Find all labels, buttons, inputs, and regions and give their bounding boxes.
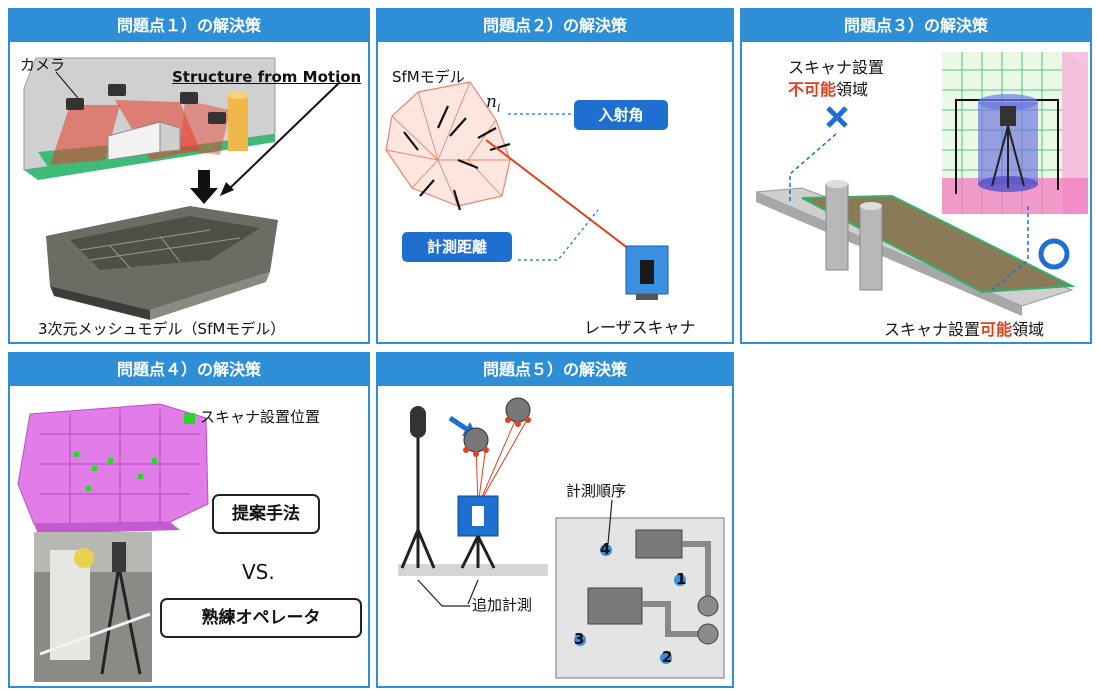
panel-2-illustration — [385, 81, 669, 300]
vs-label: VS. — [242, 560, 275, 584]
not-possible-rest: 領域 — [836, 80, 869, 99]
measure-distance-label: 計測距離 — [402, 232, 512, 262]
scanner-position-legend: スキャナ設置位置 — [200, 408, 321, 426]
panel-1-illustration — [23, 57, 341, 320]
not-possible-line1: スキャナ設置 — [788, 58, 885, 77]
incidence-angle-label: 入射角 — [574, 100, 668, 130]
possible-suffix: 領域 — [1012, 320, 1045, 339]
sfm-model-label: SfMモデル — [392, 68, 465, 86]
added-measure-label: 追加計測 — [472, 596, 533, 614]
skilled-operator-box: 熟練オペレータ — [160, 598, 362, 638]
panel-1-caption: 3次元メッシュモデル（SfMモデル） — [38, 320, 286, 338]
order-number-4: 4 — [600, 540, 611, 558]
possible-red: 可能 — [980, 320, 1013, 339]
panel-2: 問題点２）の解決策 SfMモデル ni 入射角 計測距離 レーザスキャナ — [376, 8, 734, 344]
normal-symbol: n — [486, 92, 497, 112]
possible-prefix: スキャナ設置 — [884, 320, 981, 339]
not-possible-red: 不可能 — [788, 80, 837, 99]
normal-label: ni — [486, 92, 500, 114]
panel-4-title: 問題点４）の解決策 — [10, 354, 368, 386]
laser-scanner-label: レーザスキャナ — [584, 318, 696, 337]
order-number-2: 2 — [662, 648, 673, 666]
measure-order-label: 計測順序 — [566, 482, 627, 500]
not-possible-line2: 不可能領域 — [788, 76, 868, 100]
panel-1: 問題点１）の解決策 カメラ Structure — [8, 8, 370, 344]
order-number-1: 1 — [676, 570, 687, 588]
panel-3-title: 問題点３）の解決策 — [742, 10, 1090, 42]
panel-4: 問題点４）の解決策 スキャナ設置位置 提案手法 VS. 熟練オペレータ — [8, 352, 370, 688]
normal-subscript: i — [496, 101, 501, 115]
panel-3: 問題点３）の解決策 — [740, 8, 1092, 344]
panel-5-title: 問題点５）の解決策 — [378, 354, 732, 386]
panel-2-title: 問題点２）の解決策 — [378, 10, 732, 42]
possible-area-label: スキャナ設置可能領域 — [884, 316, 1044, 340]
panel-4-illustration — [17, 403, 209, 682]
sfm-title: Structure from Motion — [172, 68, 362, 86]
order-number-3: 3 — [574, 630, 585, 648]
panel-5-illustration — [398, 397, 725, 679]
panel-3-illustration — [755, 52, 1088, 316]
panel-1-title: 問題点１）の解決策 — [10, 10, 368, 42]
panel-5: 問題点５）の解決策 — [376, 352, 734, 688]
camera-label: カメラ — [20, 56, 66, 74]
proposed-method-box: 提案手法 — [212, 494, 320, 534]
